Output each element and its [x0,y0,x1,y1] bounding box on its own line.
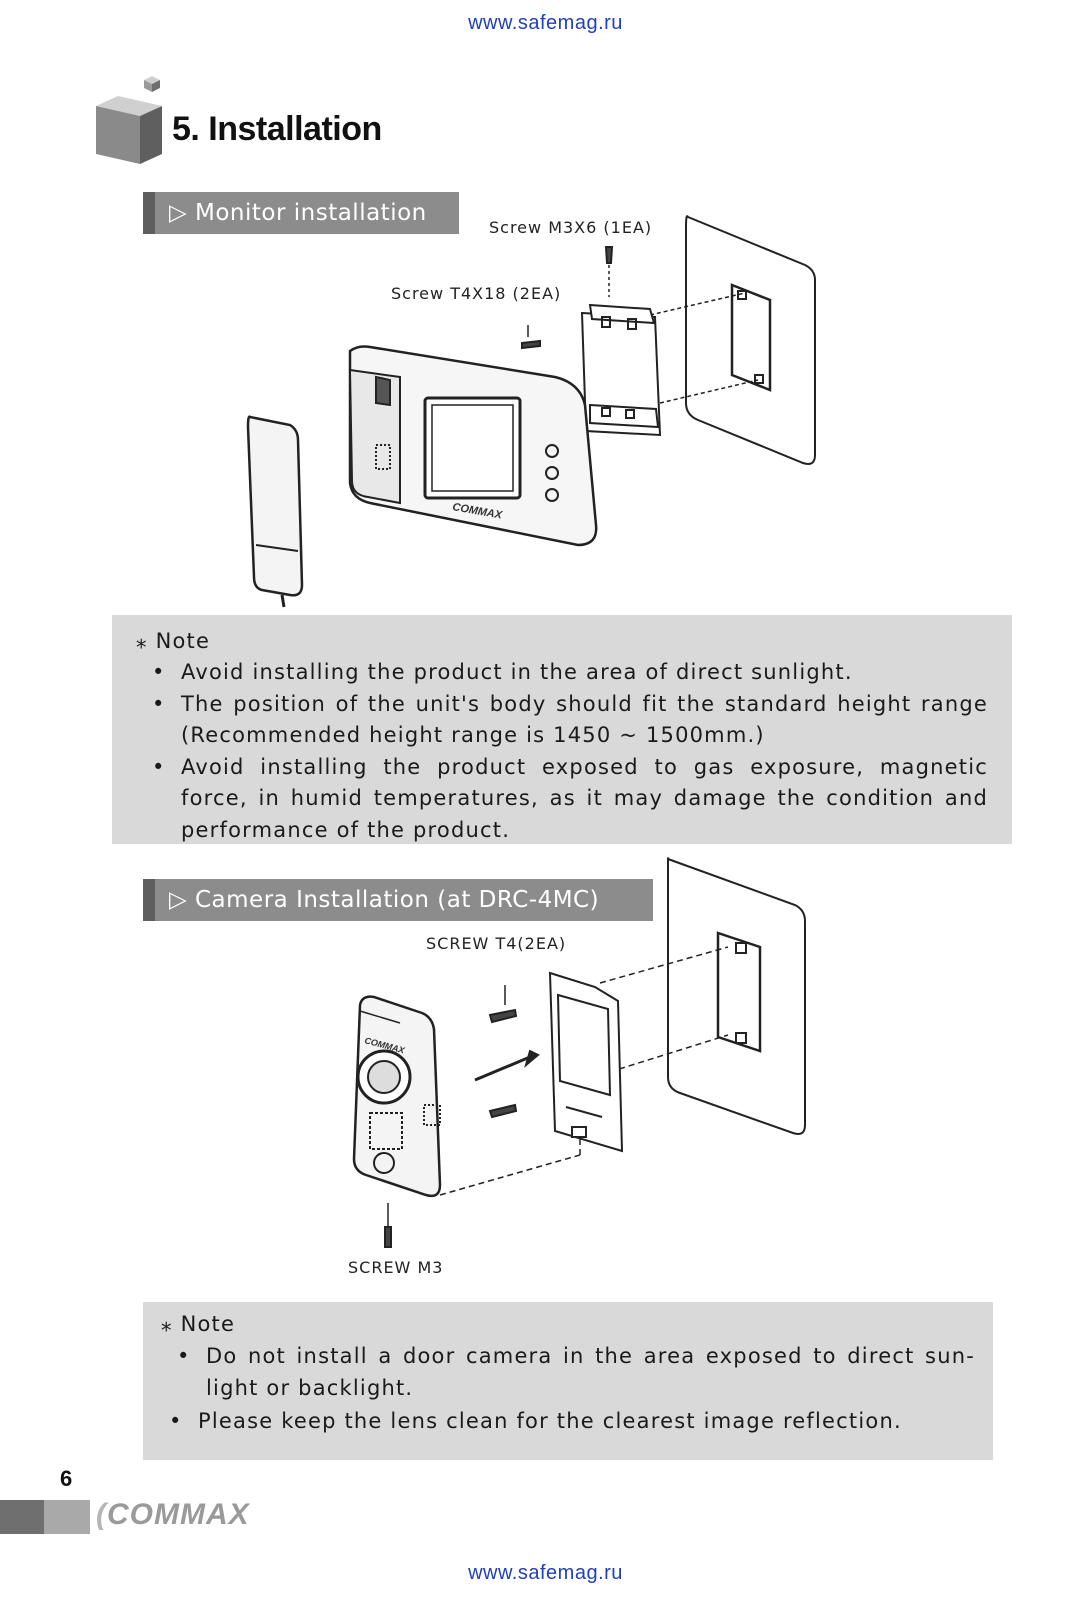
note-item: •The position of the unit's body should … [152,691,988,748]
section-heading-monitor: ▷ Monitor installation [143,192,459,234]
footer-logo: (COMMAX [96,1498,250,1531]
note-item: •Avoid installing the product exposed to… [152,754,988,842]
note-heading: ⁎ Note [136,629,211,653]
note-item: •Please keep the lens clean for the clea… [169,1409,902,1433]
section-heading-camera: ▷ Camera Installation (at DRC-4MC) [143,879,653,921]
cube-icon [96,76,162,164]
label-screw-t4: SCREW T4(2EA) [426,934,567,953]
footer-bar-dark [0,1500,44,1534]
header-url[interactable]: www.safemag.ru [468,12,623,34]
footer-url[interactable]: www.safemag.ru [468,1562,623,1584]
page-number: 6 [60,1466,73,1491]
note-box-monitor: ⁎ Note •Avoid installing the product in … [112,615,1012,844]
note-box-camera: ⁎ Note •Do not install a door camera in … [143,1302,993,1460]
monitor-installation-diagram: COMMAX [246,215,816,608]
footer-bar-light [44,1500,90,1534]
note-item: •Avoid installing the product in the are… [152,660,853,684]
label-screw-m3: SCREW M3 [348,1258,444,1277]
label-screw-m3x6: Screw M3X6 (1EA) [489,218,653,237]
page-title: 5. Installation [172,110,382,148]
label-screw-t4x18: Screw T4X18 (2EA) [391,284,562,303]
note-item: •Do not install a door camera in the are… [177,1344,975,1400]
camera-installation-diagram: COMMAX [352,857,806,1248]
note-heading: ⁎ Note [161,1312,236,1336]
